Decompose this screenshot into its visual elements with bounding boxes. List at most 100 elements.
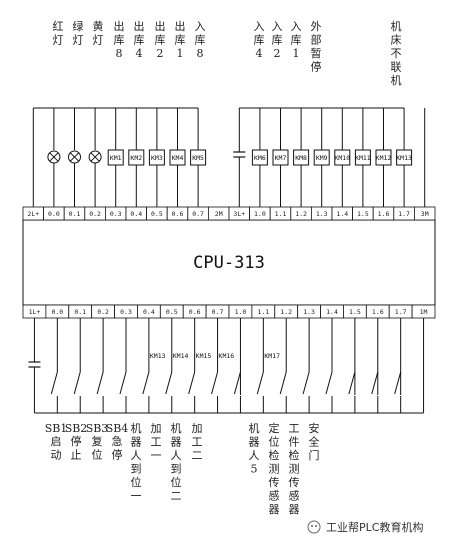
input-label: 器	[289, 503, 300, 516]
input-label: 人	[249, 449, 260, 462]
output-terminal-label: 1.0	[254, 210, 266, 218]
output-terminal-label: 0.0	[48, 210, 60, 218]
input-label: 门	[309, 448, 320, 462]
output-terminal-label: 0.1	[69, 210, 81, 218]
no-contact-icon	[325, 371, 333, 395]
wires	[32, 107, 426, 414]
input-label: 机	[171, 421, 182, 435]
input-terminal-label: 1.2	[280, 308, 292, 316]
no-contact-icon	[73, 371, 81, 395]
contactor-coil	[313, 149, 330, 166]
output-terminal-label: 0.5	[151, 210, 163, 218]
output-label: 库	[272, 34, 283, 47]
output-label: 机	[391, 73, 402, 87]
output-label: 2	[157, 47, 164, 60]
output-label: 4	[136, 47, 143, 60]
contactor-coil	[128, 149, 145, 166]
watermark-text: 工业帮PLC教育机构	[326, 520, 423, 534]
input-label: 测	[269, 463, 280, 476]
output-label: 4	[256, 47, 263, 60]
output-label: 绿	[73, 19, 84, 33]
input-terminal-label: 1L+	[29, 308, 41, 316]
output-label: 库	[254, 34, 265, 47]
output-label: 外	[311, 20, 322, 33]
output-terminal-label: 1.5	[357, 210, 369, 218]
no-contact-icon	[371, 371, 379, 395]
output-label: 灯	[73, 34, 84, 47]
input-terminal-label: 0.7	[212, 308, 224, 316]
output-label: 黄	[93, 19, 104, 33]
signal-lamp-cross-icon	[69, 152, 80, 162]
contactor-coil-label: KM10	[334, 154, 350, 162]
output-label: 库	[195, 34, 206, 47]
output-terminal-label: 1.2	[295, 210, 307, 218]
input-label: SB3	[86, 422, 109, 435]
auxiliary-contact-label: KM16	[219, 352, 235, 360]
input-label: 复	[92, 434, 103, 448]
output-terminal-label: 0.6	[172, 210, 184, 218]
contactor-coil-label: KM12	[376, 154, 392, 162]
input-label: 安	[309, 421, 320, 435]
contactor-coil	[190, 149, 207, 166]
output-label: 入	[291, 20, 302, 33]
input-terminal-label: 1.6	[372, 308, 384, 316]
input-terminal-label: 0.6	[189, 308, 201, 316]
input-label: 件	[289, 436, 300, 449]
input-label: 检	[269, 448, 280, 462]
input-label: 加	[151, 422, 162, 435]
output-terminal-label: 2M	[215, 210, 223, 218]
input-label: 动	[51, 449, 62, 462]
contactor-coil-label: KM9	[316, 154, 328, 162]
input-label: 感	[269, 490, 280, 503]
input-terminal-label: 0.3	[120, 308, 132, 316]
no-contact-icon	[256, 371, 264, 395]
output-label: 1	[177, 47, 184, 60]
output-label: 入	[195, 20, 206, 33]
output-label: 入	[254, 20, 265, 33]
output-terminal-label: 1.3	[316, 210, 328, 218]
output-label: 床	[391, 33, 402, 47]
contactor-coil	[251, 149, 268, 166]
contactor-coil	[148, 149, 165, 166]
output-label: 入	[272, 20, 283, 33]
output-label: 2	[274, 47, 281, 60]
input-label: 一	[151, 449, 162, 462]
signal-lamp-cross-icon	[90, 152, 100, 162]
cpu-label: CPU-313	[193, 253, 265, 273]
watermark-logo-dot-icon	[315, 525, 317, 527]
no-contact-icon	[188, 371, 196, 395]
input-label: 位	[131, 475, 142, 489]
output-terminal-label: 0.3	[110, 210, 122, 218]
contactor-coil-label: KM2	[130, 154, 142, 162]
input-label: 器	[171, 436, 182, 449]
watermark-logo-icon	[307, 520, 321, 534]
input-label: 工	[192, 436, 203, 449]
input-terminal-label: 1.7	[395, 308, 407, 316]
signal-lamp-cross-icon	[49, 152, 59, 162]
contactor-coil-label: KM5	[192, 154, 204, 162]
no-contact-icon	[50, 371, 58, 395]
contactor-coil	[272, 149, 289, 166]
input-label: 位	[171, 475, 182, 489]
no-contact-icon	[233, 371, 241, 395]
input-label: 器	[249, 436, 260, 449]
contactor-coil-label: KM7	[275, 154, 287, 162]
input-label: 加	[192, 422, 203, 435]
contactor-coil	[107, 149, 124, 166]
output-label: 库	[114, 34, 125, 47]
output-terminal-label: 1.4	[336, 210, 348, 218]
input-terminal-label: 1.3	[303, 308, 315, 316]
no-contact-icon	[394, 371, 402, 395]
input-terminal-cell	[411, 304, 436, 319]
input-label: 传	[289, 476, 300, 489]
input-label: 到	[171, 463, 182, 476]
input-label: 定	[269, 421, 280, 435]
input-label: 测	[289, 463, 300, 476]
output-terminal-label: 0.2	[89, 210, 101, 218]
output-label: 不	[391, 47, 402, 60]
input-terminal-label: 0.0	[51, 308, 63, 316]
